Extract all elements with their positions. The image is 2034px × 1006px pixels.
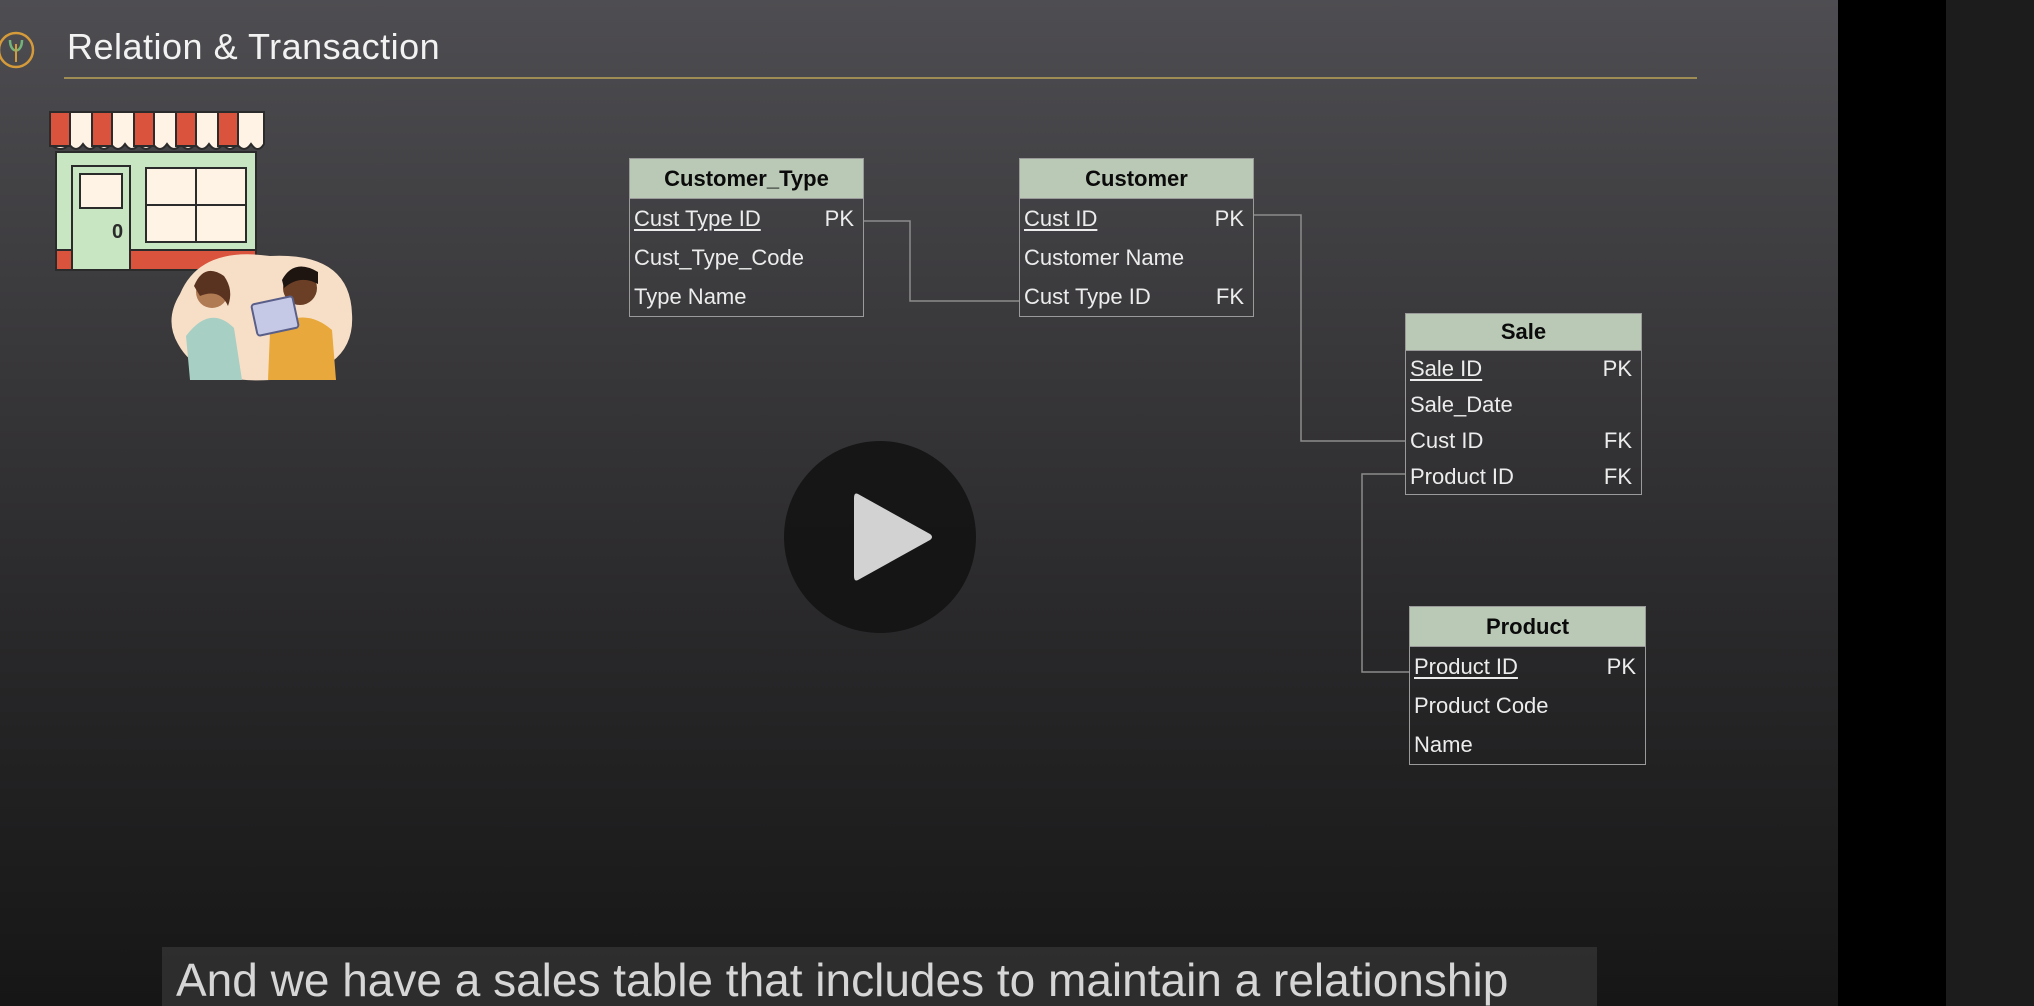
field-name: Type Name <box>634 284 747 309</box>
field-name: Sale ID <box>1410 356 1483 381</box>
key-type: PK <box>1214 206 1244 231</box>
table-field-row[interactable]: Sale ID PK <box>1406 351 1641 387</box>
field-name: Customer Name <box>1024 245 1185 270</box>
table-field-row[interactable]: Product ID PK <box>1410 647 1645 686</box>
relationship-lines <box>864 214 1410 673</box>
side-panel <box>1946 0 2034 1006</box>
caption-box: And we have a sales table that includes … <box>162 947 1597 1006</box>
title-divider <box>64 77 1697 79</box>
svg-text:0: 0 <box>112 221 123 243</box>
video-frame[interactable]: Relation & Transaction 0 <box>0 0 1838 1006</box>
player-side-gutter <box>1838 0 1946 1006</box>
table-header: Product <box>1410 607 1645 647</box>
play-button[interactable] <box>784 441 976 633</box>
customer-table[interactable]: Customer Cust ID PK Customer Name Cust T… <box>1019 158 1254 317</box>
key-type: FK <box>1603 464 1632 489</box>
table-field-row[interactable]: Customer Name <box>1020 238 1253 277</box>
table-field-row[interactable]: Name <box>1410 725 1645 764</box>
table-field-row[interactable]: Sale_Date <box>1406 387 1641 423</box>
table-header: Customer_Type <box>630 159 863 199</box>
field-name: Product ID <box>1414 654 1518 679</box>
flame-logo-icon <box>0 31 35 69</box>
field-name: Sale_Date <box>1410 392 1513 417</box>
field-name: Cust_Type_Code <box>634 245 804 270</box>
table-field-row[interactable]: Product ID FK <box>1406 459 1641 495</box>
table-field-row[interactable]: Cust Type ID PK <box>630 199 863 238</box>
table-header: Customer <box>1020 159 1253 199</box>
people-with-tablet-illustration <box>171 254 353 381</box>
field-name: Cust ID <box>1410 428 1484 453</box>
field-name: Product Code <box>1414 693 1549 718</box>
key-type: FK <box>1215 284 1244 309</box>
table-field-row[interactable]: Cust ID PK <box>1020 199 1253 238</box>
slide-title: Relation & Transaction <box>67 26 441 67</box>
field-name: Name <box>1414 732 1473 757</box>
product-table[interactable]: Product Product ID PK Product Code Name <box>1409 606 1646 765</box>
field-name: Cust ID <box>1024 206 1098 231</box>
field-name: Cust Type ID <box>634 206 761 231</box>
table-field-row[interactable]: Cust ID FK <box>1406 423 1641 459</box>
caption-text: And we have a sales table that includes … <box>176 954 1509 1006</box>
sale-table[interactable]: Sale Sale ID PK Sale_Date Cust ID FK Pro… <box>1405 313 1642 495</box>
table-field-row[interactable]: Cust Type ID FK <box>1020 277 1253 316</box>
key-type: FK <box>1603 428 1632 453</box>
storefront-illustration: 0 <box>49 111 265 271</box>
key-type: PK <box>1606 654 1636 679</box>
key-type: PK <box>1602 356 1632 381</box>
play-icon <box>854 493 932 581</box>
table-field-row[interactable]: Type Name <box>630 277 863 316</box>
table-field-row[interactable]: Product Code <box>1410 686 1645 725</box>
customer-type-table[interactable]: Customer_Type Cust Type ID PK Cust_Type_… <box>629 158 864 317</box>
table-field-row[interactable]: Cust_Type_Code <box>630 238 863 277</box>
table-header: Sale <box>1406 314 1641 351</box>
field-name: Product ID <box>1410 464 1514 489</box>
field-name: Cust Type ID <box>1024 284 1151 309</box>
key-type: PK <box>824 206 854 231</box>
